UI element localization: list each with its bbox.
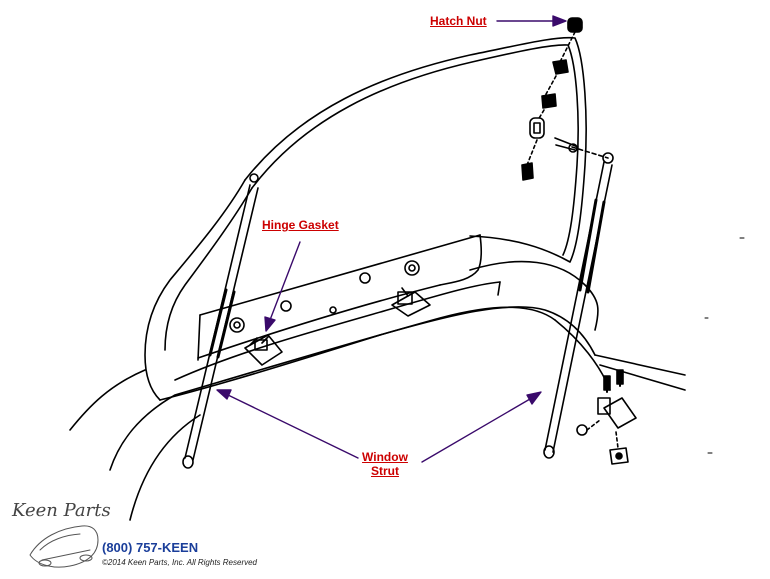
hinge-gasket-left xyxy=(244,334,283,366)
window-strut-left xyxy=(182,173,259,469)
body-panel xyxy=(69,234,686,521)
hinge-gasket-arrow xyxy=(269,241,301,321)
hatch-nut-stack xyxy=(521,17,583,181)
copyright-notice: ©2014 Keen Parts, Inc. All Rights Reserv… xyxy=(102,558,258,567)
hinge-hardware xyxy=(229,260,420,333)
hatch-nut-label: Hatch Nut xyxy=(430,14,487,28)
window-strut-arrow-right xyxy=(421,398,531,463)
logo-text: Keen Parts xyxy=(12,500,111,521)
window-strut-label: Window Strut xyxy=(360,450,410,478)
strut-bracket xyxy=(576,369,637,465)
hatch-glass xyxy=(144,36,587,401)
phone-number[interactable]: (800) 757-KEEN xyxy=(102,540,199,555)
hinge-gasket-label: Hinge Gasket xyxy=(262,218,339,232)
window-strut-right xyxy=(543,146,614,459)
detail-ticks xyxy=(704,237,745,454)
callout-arrows xyxy=(216,15,567,463)
window-strut-arrow-left xyxy=(227,394,359,459)
window-strut-label-line1: Window xyxy=(362,450,408,464)
hinge-gasket-right xyxy=(391,287,431,317)
window-strut-label-line2: Strut xyxy=(371,464,399,478)
keen-parts-logo xyxy=(29,525,99,568)
